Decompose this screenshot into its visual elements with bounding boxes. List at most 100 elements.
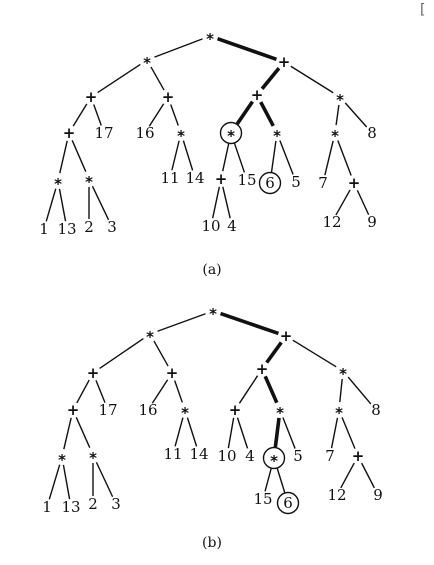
tree-edge <box>72 103 88 127</box>
add-node: + <box>229 401 242 419</box>
leaf-node: 7 <box>325 447 335 465</box>
tree-edge <box>339 378 343 403</box>
multiply-node: * <box>58 451 66 469</box>
tree-edge-bold <box>260 67 281 90</box>
multiply-node: * <box>276 404 284 422</box>
leaf-node: 6 <box>265 174 275 192</box>
add-node: + <box>67 401 80 419</box>
tree-edge <box>186 417 198 447</box>
add-node: + <box>256 360 269 378</box>
add-node: + <box>87 364 100 382</box>
tree-edge <box>335 189 351 216</box>
leaf-node: 5 <box>291 173 301 191</box>
multiply-node: * <box>143 54 151 72</box>
leaf-node: 3 <box>107 218 117 236</box>
multiply-node: * <box>85 173 93 191</box>
add-node: + <box>251 86 264 104</box>
tree-edge <box>148 103 165 127</box>
multiply-node: * <box>339 365 347 383</box>
leaf-node: 10 <box>201 217 220 235</box>
figure-caption: (a) <box>202 262 221 278</box>
tree-edge-bold <box>259 101 275 127</box>
leaf-node: 2 <box>84 218 94 236</box>
tree-edge-bold <box>216 36 278 62</box>
multiply-node: * <box>273 127 281 145</box>
tree-edge <box>292 339 337 368</box>
leaf-node: 7 <box>318 174 328 192</box>
tree-edge <box>153 340 169 367</box>
figure-caption: (b) <box>202 535 222 551</box>
tree-edge <box>97 63 141 94</box>
tree-edge <box>174 417 184 447</box>
multiply-node: * <box>209 305 217 323</box>
leaf-node: 17 <box>94 124 113 142</box>
corner-mark: [ <box>420 2 425 18</box>
tree-edge <box>330 417 339 449</box>
leaf-node: 1 <box>39 220 49 238</box>
multiply-node: * <box>331 127 339 145</box>
tree-edge-bold <box>219 311 280 336</box>
leaf-node: 12 <box>322 213 341 231</box>
add-node: + <box>280 327 293 345</box>
tree-edge <box>211 186 221 219</box>
multiply-node: * <box>89 449 97 467</box>
leaf-node: 14 <box>185 169 204 187</box>
leaf-node: 16 <box>138 401 157 419</box>
leaf-node: 4 <box>227 217 237 235</box>
leaf-node: 12 <box>327 486 346 504</box>
tree-edge <box>222 186 231 219</box>
tree-edge-bold <box>263 375 279 404</box>
tree-edge <box>335 104 340 126</box>
tree-edge <box>150 66 165 91</box>
multiply-node: * <box>146 328 154 346</box>
highlight-ring <box>258 171 282 195</box>
leaf-node: 11 <box>160 169 179 187</box>
tree-edge <box>173 380 184 403</box>
leaf-node: 8 <box>371 401 381 419</box>
leaf-node: 13 <box>57 220 76 238</box>
tree-edge <box>222 143 230 172</box>
tree-edge <box>170 104 179 126</box>
leaf-node: 3 <box>111 495 121 513</box>
leaf-node: 9 <box>373 486 383 504</box>
tree-edge <box>91 185 110 221</box>
leaf-node: 9 <box>367 213 377 231</box>
tree-edge-bold <box>235 100 254 125</box>
multiply-node: * <box>181 404 189 422</box>
leaf-node: 13 <box>61 498 80 516</box>
tree-edge <box>58 188 67 222</box>
tree-edge <box>264 468 272 492</box>
tree-edge <box>59 140 68 174</box>
tree-edge <box>233 143 246 173</box>
tree-edge <box>276 468 286 493</box>
add-node: + <box>63 124 76 142</box>
leaf-node: 10 <box>217 447 236 465</box>
leaf-node: 8 <box>367 124 377 142</box>
leaf-node: 1 <box>42 498 52 516</box>
tree-edge <box>347 376 372 405</box>
tree-edge <box>182 140 194 171</box>
tree-edge <box>95 380 106 403</box>
leaf-node: 2 <box>88 495 98 513</box>
tree-edge <box>361 462 375 489</box>
tree-edge <box>63 417 72 450</box>
tree-edge <box>341 417 356 449</box>
leaf-node: 15 <box>253 490 272 508</box>
tree-edge <box>236 417 249 449</box>
tree-edge <box>75 417 91 448</box>
tree-edge <box>157 313 206 332</box>
tree-edge <box>324 140 334 176</box>
tree-edge <box>45 188 57 222</box>
add-node: + <box>348 174 361 192</box>
add-node: + <box>352 447 365 465</box>
leaf-node: 4 <box>245 447 255 465</box>
tree-edge <box>337 140 352 176</box>
multiply-node: * <box>177 127 185 145</box>
leaf-node: 5 <box>293 447 303 465</box>
leaf-node: 15 <box>237 171 256 189</box>
highlight-ring <box>262 446 286 470</box>
leaf-node: 11 <box>163 445 182 463</box>
